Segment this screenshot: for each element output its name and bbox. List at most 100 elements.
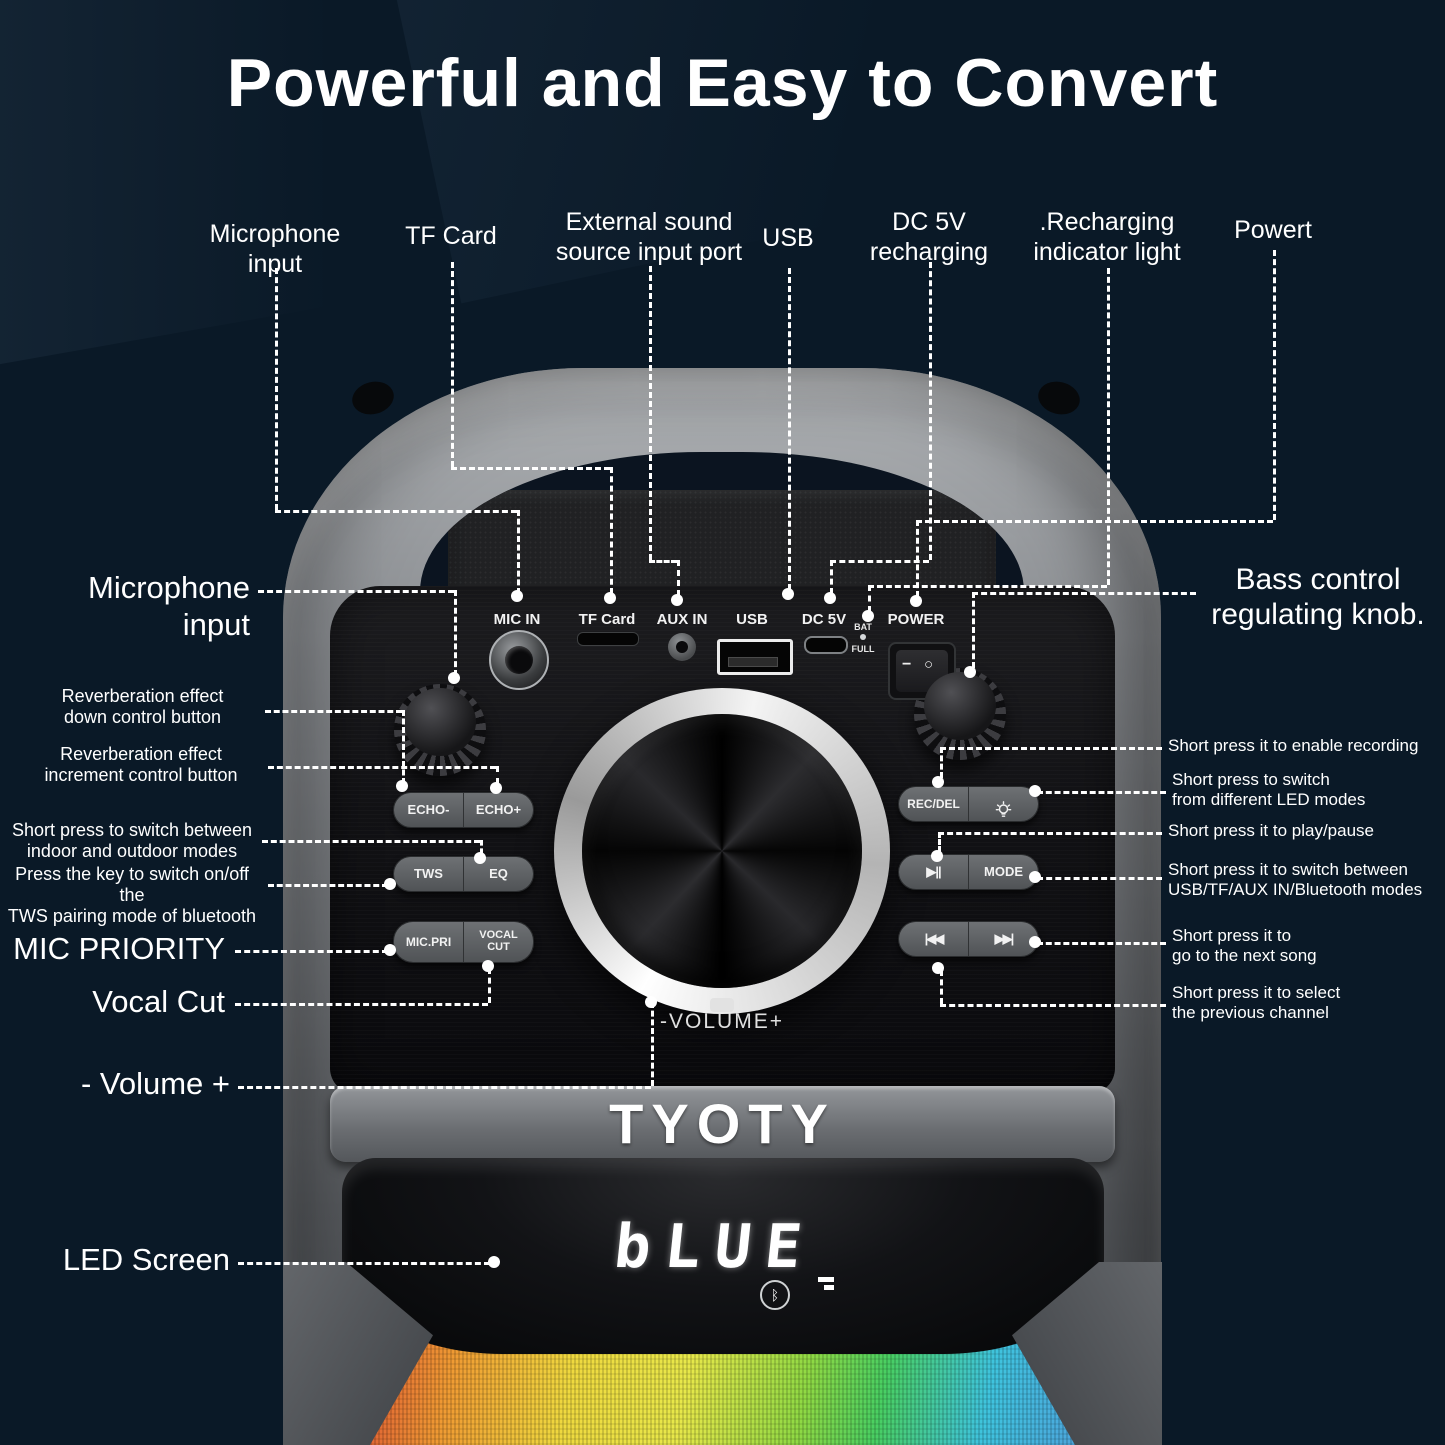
led-screen-section <box>342 1158 1104 1354</box>
power-label: POWER <box>887 611 945 628</box>
micpri-vocalcut-button-group: MIC.PRI VOCAL CUT <box>393 921 534 963</box>
echo-minus-button: ECHO- <box>394 793 463 827</box>
leader-line <box>238 1262 490 1265</box>
leader-dot <box>384 878 396 890</box>
mode-button: MODE <box>968 855 1038 889</box>
callout-led-modes: Short press to switch from different LED… <box>1172 770 1366 810</box>
callout-vocal-cut: Vocal Cut <box>92 984 225 1019</box>
leader-dot <box>645 996 657 1008</box>
leader-line <box>517 510 520 594</box>
leader-line <box>1107 268 1110 585</box>
callout-volume: - Volume + <box>80 1066 230 1101</box>
mic-in-jack-hole <box>505 646 533 674</box>
leader-dot <box>964 666 976 678</box>
leader-line <box>275 510 517 513</box>
dc-5v-port-label: DC 5V <box>801 611 847 628</box>
led-segment-mark <box>824 1285 834 1290</box>
previous-track-icon: |◀◀ <box>924 931 945 947</box>
leader-line <box>1037 877 1162 880</box>
power-switch-circle-glyph: ○ <box>924 656 934 673</box>
leader-line <box>235 1003 488 1006</box>
leader-line <box>402 710 405 784</box>
leader-dot <box>862 610 874 622</box>
callout-recharging-light: .Recharging indicator light <box>1033 208 1181 266</box>
leader-line <box>868 585 871 612</box>
bluetooth-indicator-circle: ᛒ <box>760 1280 790 1310</box>
leader-dot <box>488 1256 500 1268</box>
callout-mode-switch: Short press it to switch between USB/TF/… <box>1168 860 1423 900</box>
aux-in-jack-hole <box>676 641 688 653</box>
grip-pad <box>448 490 996 592</box>
callout-external-sound: External sound source input port <box>555 208 743 266</box>
leader-dot <box>490 782 502 794</box>
rec-light-button-group: REC/DEL <box>898 786 1039 822</box>
play-pause-icon: ▶|| <box>926 864 941 880</box>
leader-line <box>940 1004 1166 1007</box>
callout-play-pause: Short press it to play/pause <box>1168 821 1375 840</box>
echo-knob-cap <box>404 688 476 756</box>
leader-line <box>972 592 975 668</box>
next-track-icon: ▶▶| <box>994 931 1015 947</box>
leader-line <box>488 968 491 1003</box>
leader-line <box>649 560 677 563</box>
power-switch-line-glyph: − <box>902 656 912 673</box>
leader-line <box>916 520 919 597</box>
led-display-text: bLUE <box>611 1212 819 1282</box>
leader-line <box>940 747 943 778</box>
leader-dot <box>474 852 486 864</box>
next-track-button: ▶▶| <box>968 922 1038 956</box>
leader-line <box>1037 942 1166 945</box>
leader-line <box>1273 250 1276 520</box>
echo-button-group: ECHO- ECHO+ <box>393 792 534 828</box>
callout-microphone-input-left: Microphone input <box>88 570 250 642</box>
screw-hole <box>348 377 398 419</box>
play-mode-button-group: ▶|| MODE <box>898 854 1039 890</box>
leader-dot <box>482 960 494 972</box>
leader-line <box>454 590 457 676</box>
usb-port-label: USB <box>736 611 768 628</box>
brand-band <box>330 1086 1115 1162</box>
prev-next-button-group: |◀◀ ▶▶| <box>898 921 1039 957</box>
leader-line <box>275 268 278 510</box>
leader-line <box>451 467 610 470</box>
leader-dot <box>931 850 943 862</box>
leader-line <box>268 884 388 887</box>
leader-line <box>830 560 833 594</box>
vocal-cut-button: VOCAL CUT <box>463 922 533 962</box>
leader-dot <box>932 776 944 788</box>
callout-indoor-outdoor: Short press to switch between indoor and… <box>11 820 253 862</box>
eq-button: EQ <box>463 857 533 891</box>
leader-dot <box>782 588 794 600</box>
tws-button: TWS <box>394 857 463 891</box>
callout-next-song: Short press it to go to the next song <box>1172 926 1317 966</box>
leader-line <box>262 840 480 843</box>
bass-knob-cap <box>924 672 996 740</box>
leader-dot <box>384 944 396 956</box>
brand-logo: TYOTY <box>609 1092 836 1155</box>
leader-dot <box>932 962 944 974</box>
volume-knob <box>582 714 862 988</box>
callout-reverb-increment: Reverberation effect increment control b… <box>44 744 238 786</box>
callout-microphone-input-top: Microphone input <box>209 220 341 278</box>
led-segment-mark <box>818 1277 834 1282</box>
leader-line <box>868 585 1107 588</box>
usb-port-tongue <box>728 657 778 667</box>
full-label: FULL <box>851 644 875 654</box>
leader-dot <box>1029 785 1041 797</box>
leader-line <box>677 560 680 596</box>
leader-dot <box>396 780 408 792</box>
dc-5v-usb-c-port <box>804 636 848 654</box>
leader-line <box>480 840 483 854</box>
callout-power: Powert <box>1234 216 1312 244</box>
callout-tf-card: TF Card <box>405 222 497 250</box>
leader-line <box>258 590 454 593</box>
aux-in-port-label: AUX IN <box>656 611 708 628</box>
callout-dc-5v: DC 5V recharging <box>869 208 989 266</box>
callout-tws-pairing: Press the key to switch on/off the TWS p… <box>7 864 257 927</box>
screw-hole <box>1034 377 1084 419</box>
leader-line <box>788 268 791 590</box>
led-mode-button <box>968 787 1038 821</box>
leader-line <box>938 832 941 852</box>
leader-line <box>649 266 652 560</box>
